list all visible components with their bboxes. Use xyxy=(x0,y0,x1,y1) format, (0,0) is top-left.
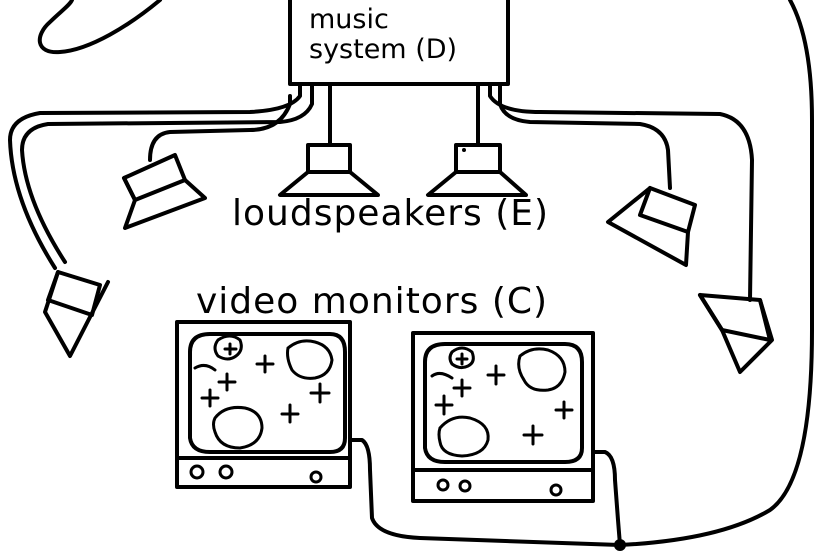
loudspeaker-far-right xyxy=(698,293,774,374)
loudspeakers-label: loudspeakers (E) xyxy=(232,193,550,234)
video-monitor-left xyxy=(175,320,352,489)
loudspeaker-center-left xyxy=(278,143,380,197)
cable-right-inner xyxy=(498,82,672,190)
loudspeaker-left-inner xyxy=(122,153,207,230)
cable-right-outer xyxy=(488,82,754,302)
cable-monitor-left xyxy=(348,438,622,547)
cable-loop xyxy=(37,0,162,55)
video-monitor-right xyxy=(411,331,595,503)
loudspeaker-center-right xyxy=(426,143,528,197)
cable-left-inner xyxy=(148,94,292,162)
cable-left-outer xyxy=(8,82,302,270)
loudspeaker-right-inner xyxy=(606,186,697,267)
cable-right-long xyxy=(618,0,814,547)
video-monitors-label: video monitors (C) xyxy=(196,281,549,322)
music-system-label-line2: system (D) xyxy=(309,34,458,65)
music-system-label-line1: music xyxy=(309,4,389,35)
cable-monitor-right xyxy=(591,450,622,547)
loudspeaker-far-left xyxy=(43,270,110,358)
cable-left-outer-2 xyxy=(20,82,314,264)
cable-junction-dot xyxy=(614,539,626,551)
music-system-box xyxy=(288,0,510,86)
